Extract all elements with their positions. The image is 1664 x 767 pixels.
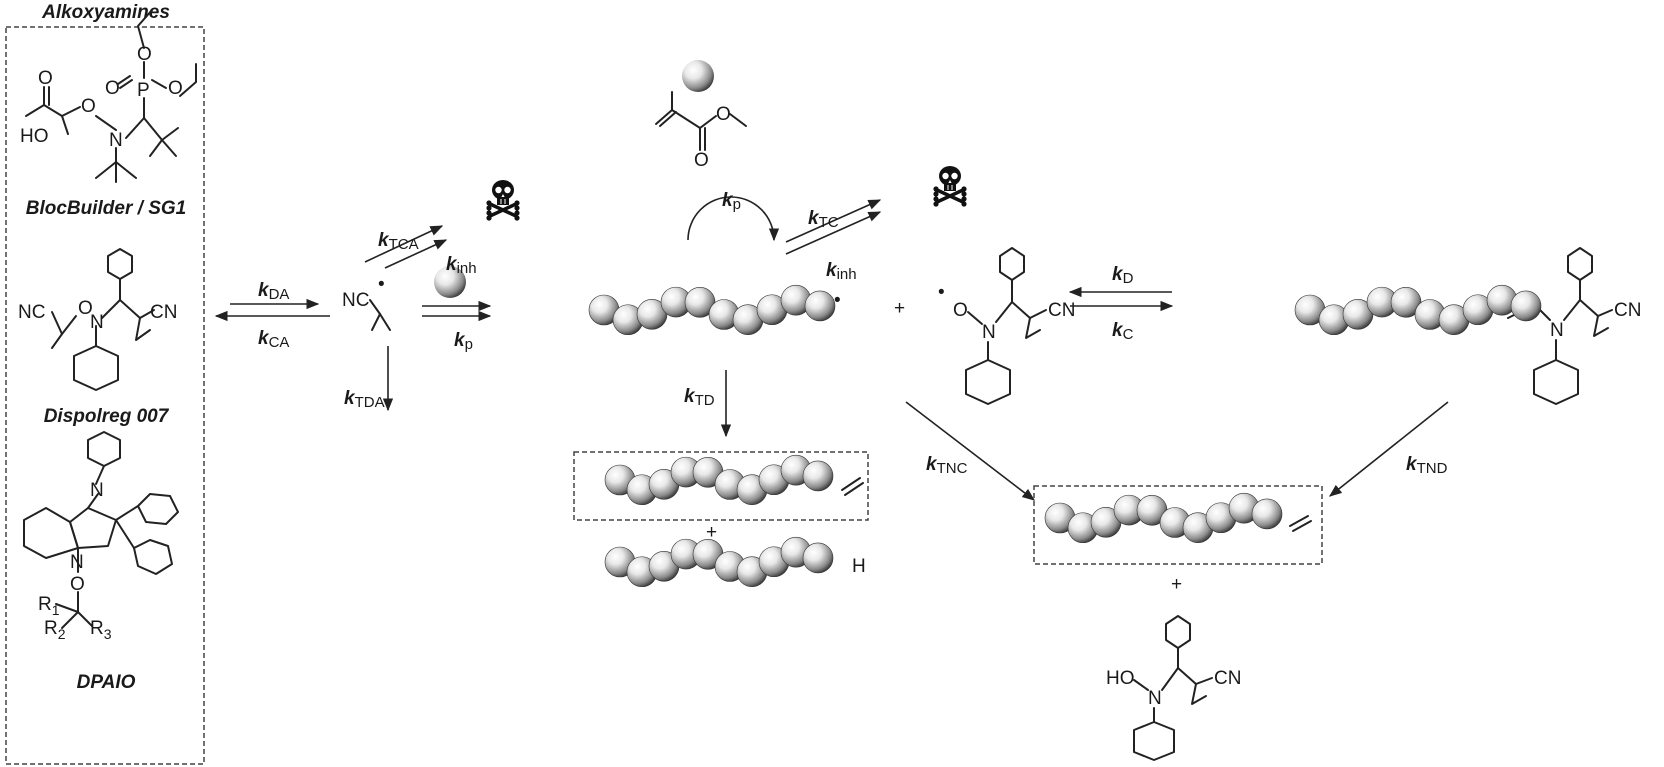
disproportionation-saturated-chain [604, 536, 834, 588]
arrow-inhibition-initiator [384, 239, 448, 269]
rate-kD: kD [1112, 264, 1134, 287]
rate-kDA: kDA [258, 280, 289, 303]
dpaio-structure [23, 431, 179, 629]
atom-cn: CN [150, 302, 177, 323]
atom-o: O [716, 104, 731, 125]
atom-r3: R3 [90, 618, 112, 642]
blocbuilder-structure [25, 9, 197, 183]
atom-h: H [852, 556, 866, 577]
chain-bead [804, 290, 836, 322]
monomer-bead-icon [434, 266, 466, 298]
methyl-methacrylate-structure [655, 91, 747, 151]
dormant-chain [1294, 284, 1542, 336]
atom-n: N [90, 480, 104, 501]
atom-r2: R2 [44, 618, 66, 642]
rate-kp-initiation: kp [454, 330, 473, 353]
rate-kC: kC [1112, 320, 1134, 343]
atom-n: N [1550, 320, 1564, 341]
atom-cn: CN [1614, 300, 1641, 321]
monomer-bead-icon [682, 60, 714, 92]
atom-n: N [1148, 688, 1162, 709]
rate-kp-propagation: kp [722, 190, 741, 213]
rate-kTCA: kTCA [378, 230, 419, 253]
atom-o: O [70, 574, 85, 595]
radical-dot: • [938, 282, 945, 303]
label-dpaio: DPAIO [77, 672, 136, 693]
rate-kCA: kCA [258, 328, 289, 351]
atom-o: O [137, 44, 152, 65]
cyano-radical-structure [369, 299, 391, 331]
propagation-cycle-arrow [687, 196, 780, 242]
rate-kinh-initiator: kinh [446, 254, 477, 277]
chain-bead [802, 460, 834, 492]
arrow-termination-nitroxide [905, 401, 1036, 501]
arrow-inhibition [785, 211, 882, 255]
atom-n: N [70, 552, 84, 573]
dormant-chain-end-structure [1507, 247, 1613, 405]
plus-sign: + [1171, 574, 1182, 595]
arrow-termination-dormant [1328, 401, 1449, 497]
panel-title: Alkoxyamines [41, 2, 170, 23]
chain-bead [802, 542, 834, 574]
alkoxyamine-panel [5, 26, 205, 765]
chain-bead [1510, 290, 1542, 322]
atom-cn: CN [1048, 300, 1075, 321]
termination-products-box [1033, 485, 1323, 565]
atom-nc: NC [18, 302, 45, 323]
atom-o: O [168, 78, 183, 99]
polymer-chains [588, 284, 1542, 588]
plus-sign: + [894, 298, 905, 319]
skull-crossbones-icon [484, 178, 522, 223]
radical-dot: • [834, 290, 841, 311]
atom-o: O [78, 298, 93, 319]
rate-kTD: kTD [684, 386, 715, 409]
skull-crossbones-icon [931, 164, 969, 209]
terminal-double-bond [1289, 515, 1312, 532]
atom-ho: HO [1106, 668, 1135, 689]
rate-kTND: kTND [1406, 454, 1448, 477]
atom-n: N [109, 130, 123, 151]
plus-sign: + [706, 522, 717, 543]
nitroxide-structure [965, 247, 1047, 405]
dispolreg-structure [51, 248, 155, 391]
label-dispolreg: Dispolreg 007 [44, 406, 170, 427]
arrow-termination-combination [785, 199, 882, 243]
arrow-termination-initiator [364, 225, 444, 263]
chain-bead [1251, 498, 1283, 530]
rate-kinh: kinh [826, 260, 857, 283]
disproportionation-products-box [573, 451, 869, 521]
rate-kTC: kTC [808, 208, 839, 231]
label-blocbuilder: BlocBuilder / SG1 [26, 198, 186, 219]
atom-n: N [982, 322, 996, 343]
atom-o: O [38, 68, 53, 89]
atom-r1: R1 [38, 594, 60, 618]
atom-n: N [90, 312, 104, 333]
hydroxylamine-structure [1133, 615, 1213, 761]
atom-cn: CN [1214, 668, 1241, 689]
atom-o: O [105, 78, 120, 99]
atom-o: O [694, 150, 709, 171]
atom-ho: HO [20, 126, 49, 147]
rate-kTNC: kTNC [926, 454, 968, 477]
radical-dot: • [378, 274, 385, 295]
atom-p: P [137, 80, 150, 101]
active-chain [588, 284, 836, 336]
atom-o: O [81, 96, 96, 117]
atom-nc: NC [342, 290, 369, 311]
disproportionation-alkene-chain [604, 454, 834, 506]
terminal-double-bond [841, 477, 864, 496]
dead-chain [1044, 492, 1283, 544]
rate-kTDA: kTDA [344, 388, 385, 411]
atom-o: O [953, 300, 968, 321]
rate-constant-labels: kDA kCA kTCA kinh kp kTDA kp kTC kinh kD… [258, 190, 1448, 477]
